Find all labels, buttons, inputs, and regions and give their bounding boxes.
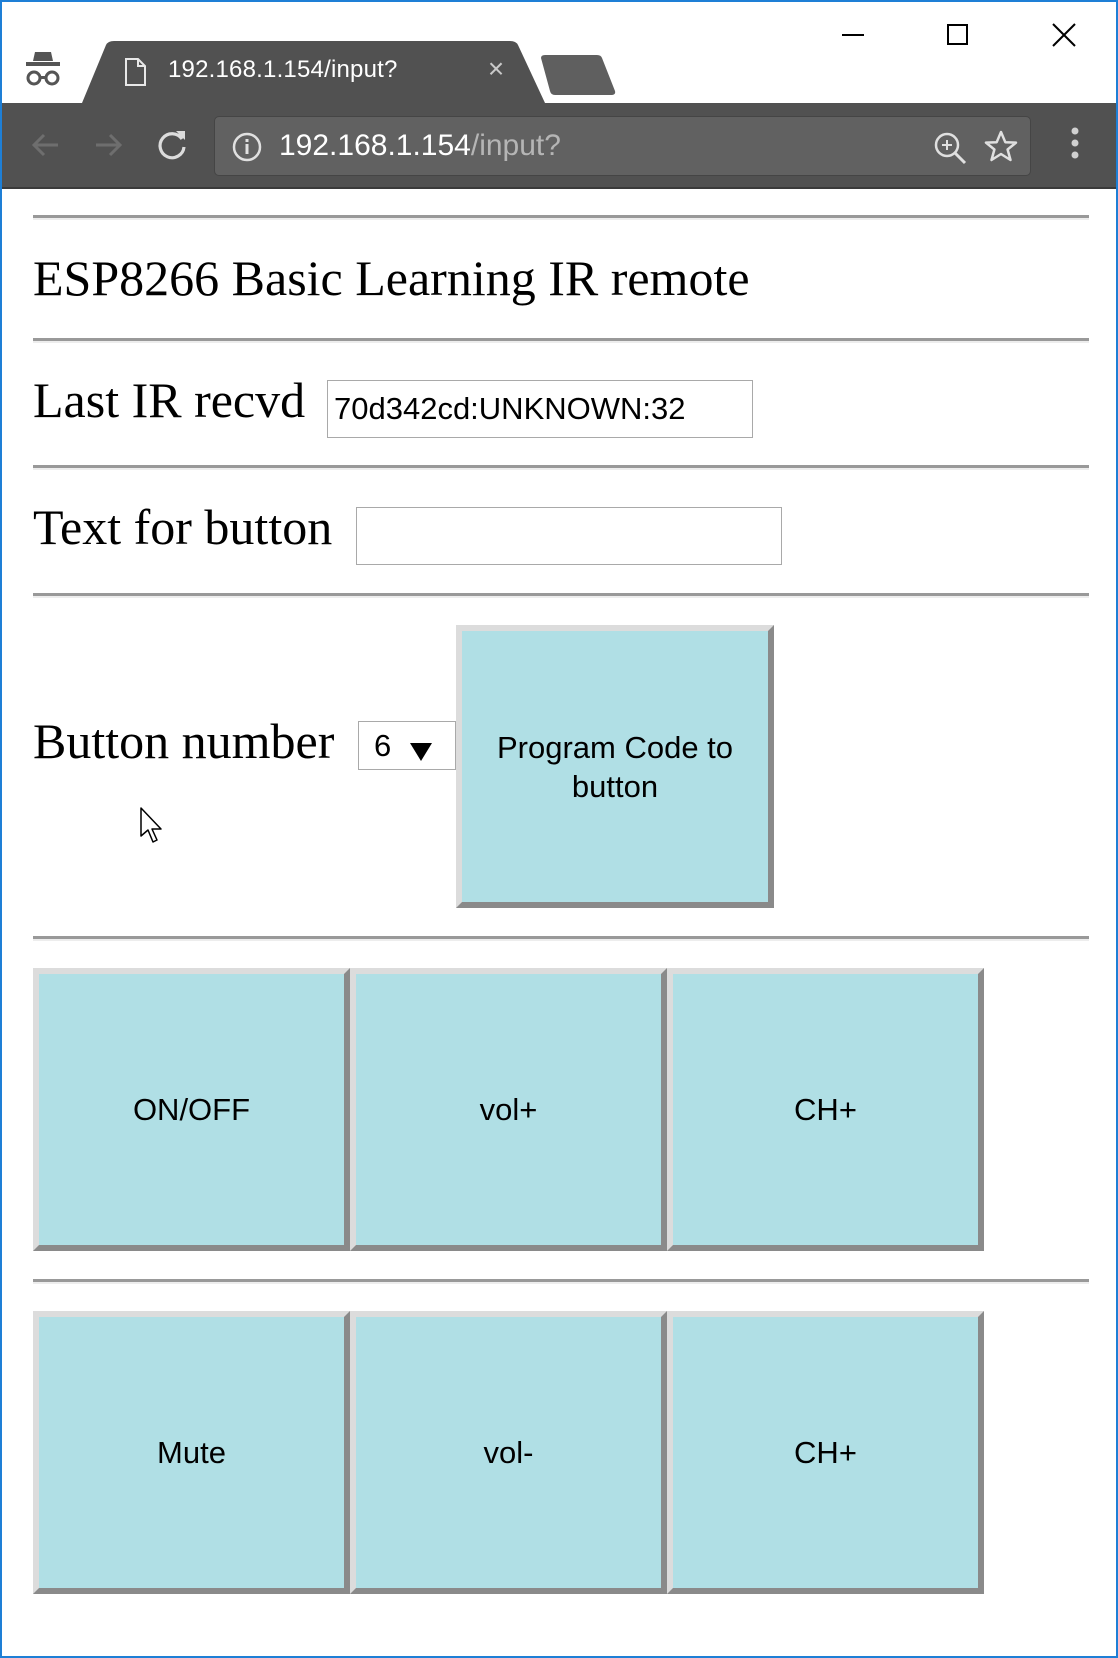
back-button[interactable] [26, 125, 66, 165]
url-text[interactable]: 192.168.1.154/input? [279, 129, 561, 163]
reload-icon [158, 131, 186, 160]
remote-button-vol-up[interactable]: vol+ [350, 968, 667, 1251]
close-window-button[interactable] [1033, 10, 1093, 58]
divider [33, 465, 1089, 470]
info-icon[interactable] [231, 131, 263, 163]
minimize-button[interactable] [822, 10, 882, 58]
remote-button-ch-up[interactable]: CH+ [667, 968, 984, 1251]
divider [33, 593, 1089, 598]
new-tab-button[interactable] [539, 55, 617, 95]
program-code-button[interactable]: Program Code to button [456, 625, 774, 908]
tab-active[interactable]: 192.168.1.154/input? × [82, 41, 547, 103]
maximize-button[interactable] [927, 10, 987, 58]
zoom-in-icon[interactable] [933, 131, 967, 165]
mouse-pointer-icon [140, 807, 166, 847]
reload-button[interactable] [152, 125, 192, 165]
page-icon [124, 58, 146, 86]
remote-button-on-off[interactable]: ON/OFF [33, 968, 350, 1251]
minimize-icon [842, 34, 864, 36]
chevron-down-icon [409, 734, 433, 770]
maximize-icon [947, 24, 968, 45]
divider [33, 338, 1089, 343]
select-value: 6 [374, 728, 392, 763]
browser-toolbar: 192.168.1.154/input? [2, 103, 1116, 189]
back-arrow-icon [31, 133, 58, 157]
button-text-field[interactable] [356, 507, 782, 565]
page-content: ESP8266 Basic Learning IR remote Last IR… [2, 189, 1116, 1656]
remote-button-mute[interactable]: Mute [33, 1311, 350, 1594]
remote-button-ch-up-2[interactable]: CH+ [667, 1311, 984, 1594]
url-host: 192.168.1.154 [279, 129, 471, 162]
divider [33, 215, 1089, 220]
last-ir-label: Last IR recvd [33, 372, 306, 428]
button-text-label: Text for button [33, 499, 333, 555]
tab-strip: 192.168.1.154/input? × [2, 2, 1116, 103]
divider [33, 1279, 1089, 1284]
close-icon [1052, 23, 1076, 47]
more-vert-icon[interactable] [1060, 123, 1090, 167]
forward-arrow-icon [96, 133, 123, 157]
remote-button-vol-down[interactable]: vol- [350, 1311, 667, 1594]
tab-close-button[interactable]: × [487, 53, 505, 84]
button-number-label: Button number [33, 713, 335, 769]
url-path: /input? [470, 129, 561, 162]
last-ir-field[interactable] [327, 380, 753, 438]
incognito-icon [22, 50, 64, 88]
divider [33, 936, 1089, 941]
button-number-select[interactable]: 6 [358, 721, 456, 770]
star-icon[interactable] [983, 129, 1019, 165]
page-title: ESP8266 Basic Learning IR remote [33, 250, 750, 306]
address-bar[interactable]: 192.168.1.154/input? [214, 116, 1031, 176]
tab-title: 192.168.1.154/input? [168, 56, 398, 83]
forward-button[interactable] [88, 125, 128, 165]
